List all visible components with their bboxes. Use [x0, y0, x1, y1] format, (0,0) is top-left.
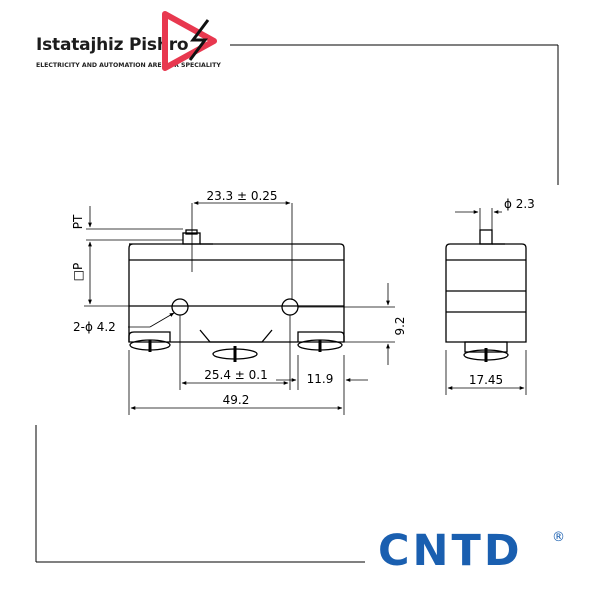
side-dimension-lines — [445, 208, 527, 395]
dim-terminal-offset: 11.9 — [307, 372, 334, 386]
dim-pretravel: PT — [71, 214, 85, 229]
manufacturer-logo: CNTD — [378, 526, 523, 576]
play-lightning-logo-icon — [162, 11, 217, 71]
front-dimension-lines — [84, 201, 395, 415]
dim-actuator-position: 23.3 ± 0.25 — [206, 189, 277, 203]
switch-side-view — [445, 229, 527, 362]
switch-front-view — [128, 229, 345, 362]
dim-total-length: 49.2 — [223, 393, 250, 407]
dim-plunger-height: □P — [71, 263, 85, 282]
dim-hole-height: 9.2 — [393, 316, 407, 335]
dim-plunger-diameter: ϕ 2.3 — [504, 197, 535, 211]
brand-name: Istatajhiz Pishro — [36, 35, 189, 55]
registered-mark: ® — [552, 530, 565, 545]
dim-hole-spacing: 25.4 ± 0.1 — [204, 368, 268, 382]
dim-mounting-holes: 2-ϕ 4.2 — [73, 320, 116, 334]
dim-body-width: 17.45 — [469, 373, 503, 387]
brand-tagline: ELECTRICITY AND AUTOMATION ARE OUR SPECI… — [36, 62, 221, 69]
frame-border — [35, 44, 559, 563]
